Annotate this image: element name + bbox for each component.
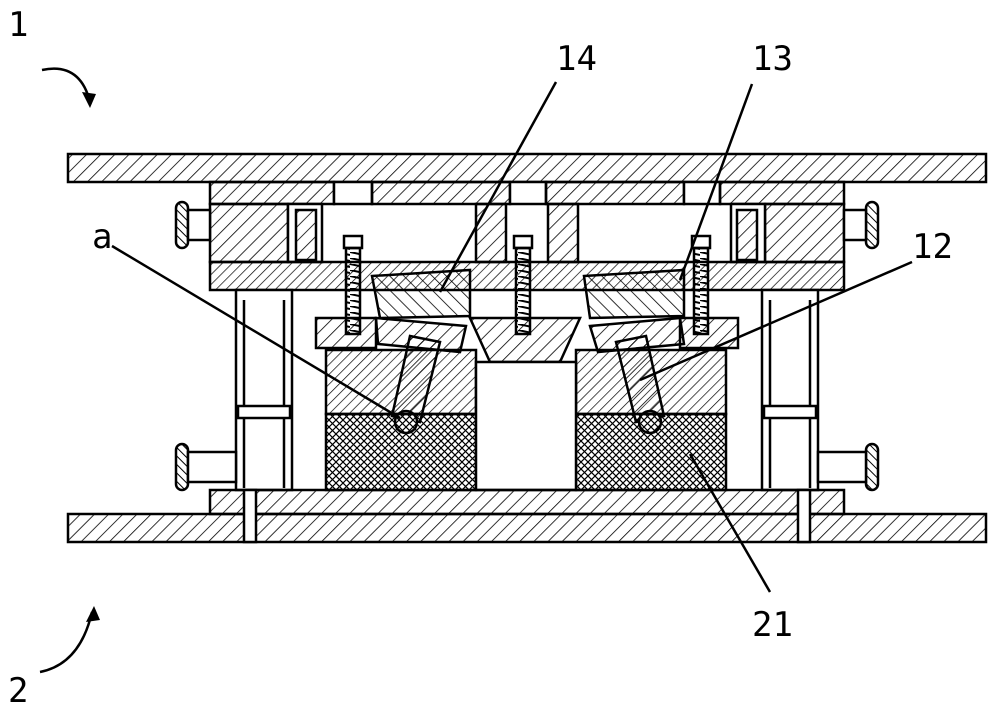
guide-knob-lower-left [176, 444, 236, 490]
bolt-left [344, 236, 362, 334]
die-block-upper-right [576, 350, 726, 414]
arrowhead-part-1 [82, 92, 96, 108]
upper-base-plate [68, 154, 986, 182]
die-block-upper-left [326, 350, 476, 414]
punch-holder-right [584, 270, 684, 318]
lower-base-plate [68, 514, 986, 542]
arrowhead-part-2 [86, 606, 100, 622]
center-gap [476, 362, 576, 490]
label-part-2: 2 [8, 671, 28, 711]
arrow-part-2 [40, 612, 92, 672]
ejector-pin-left [244, 490, 256, 542]
punch-holder-left [372, 270, 470, 318]
bolt-right [692, 236, 710, 334]
label-part-14: 14 [556, 39, 597, 79]
label-part-a: a [92, 217, 112, 257]
die-insert-left [326, 414, 476, 490]
guide-pillar-left [236, 290, 292, 490]
guide-pillar-right [762, 290, 818, 490]
bolt-center [514, 236, 532, 334]
guide-knob-upper-left [176, 202, 210, 248]
guide-knob-upper-right [844, 202, 878, 248]
label-part-1: 1 [8, 5, 28, 45]
guide-knob-lower-right [818, 444, 878, 490]
arrow-part-1 [42, 69, 90, 102]
label-part-12: 12 [912, 227, 953, 267]
ejector-pin-right [798, 490, 810, 542]
upper-spacer-row [210, 182, 844, 204]
lower-retainer-plate [210, 490, 844, 514]
label-part-13: 13 [752, 39, 793, 79]
label-part-21: 21 [752, 605, 793, 645]
